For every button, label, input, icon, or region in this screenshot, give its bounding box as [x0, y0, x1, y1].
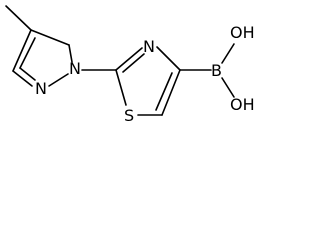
- atom-label-pyrazole-n2: N: [35, 79, 47, 98]
- pyrazole-bond-n1-n2: [48, 73, 69, 87]
- bond-boron-oh-top: [221, 43, 235, 64]
- atom-label-pyrazole-n1: N: [69, 59, 81, 78]
- pyrazole-bond-c3-c4: [12, 29, 32, 72]
- atom-label-thiazole-n: N: [143, 37, 155, 56]
- methyl-bond: [5, 5, 32, 31]
- atom-label-hydroxyl-bottom: OH: [230, 95, 255, 114]
- atom-label-boron: B: [211, 61, 222, 80]
- thiazole-bond-n3-c4: [156, 46, 181, 71]
- chemical-structure-diagram: N N N S B OH OH: [5, 5, 255, 125]
- thiazole-bond-c2-n3-double: [122, 53, 145, 73]
- pyrazole-bond-n2-c3: [12, 70, 33, 87]
- thiazole-bond-c2-n3: [115, 47, 143, 71]
- atom-label-hydroxyl-top: OH: [230, 23, 255, 42]
- bond-boron-oh-bottom: [221, 77, 235, 98]
- thiazole-bond-s1-c2: [115, 69, 127, 106]
- pyrazole-bond-c3-c4-double: [19, 37, 36, 69]
- thiazole-bond-c4-c5: [161, 69, 181, 116]
- pyrazole-bond-c5-n1: [68, 44, 73, 63]
- pyrazole-bond-n2-c3-double: [19, 67, 36, 81]
- atom-label-thiazole-s: S: [124, 106, 134, 125]
- thiazole-bond-c4-c5-double: [155, 72, 173, 111]
- pyrazole-bond-c4-c5: [30, 29, 70, 46]
